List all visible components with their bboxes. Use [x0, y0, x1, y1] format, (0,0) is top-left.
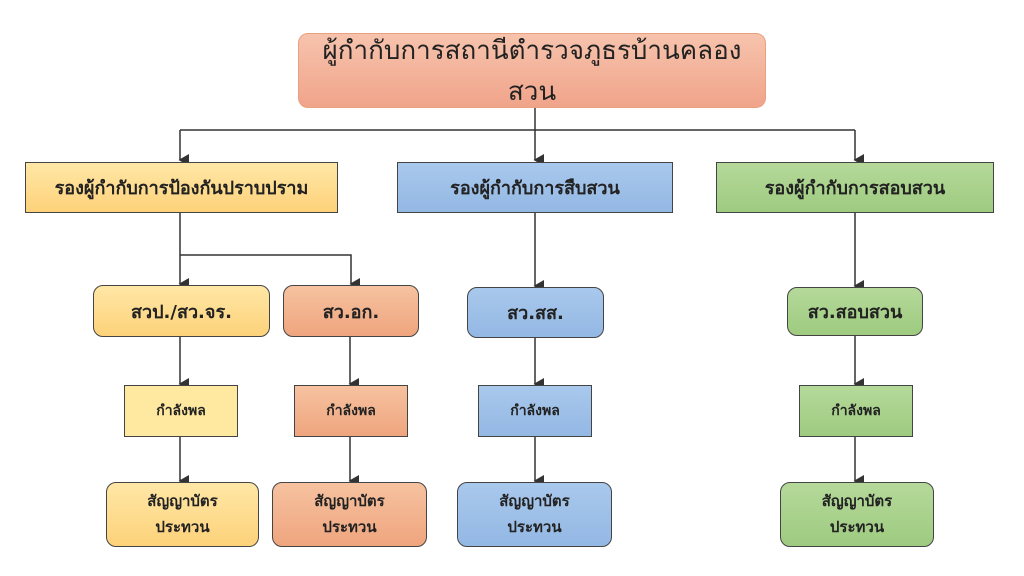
deputy-label: รองผู้กำกับการป้องกันปราบปราม: [54, 178, 309, 199]
unit-label: สวป./สว.จร.: [131, 301, 232, 323]
unit-label: สว.สอบสวน: [807, 302, 903, 323]
rank-box: สัญญาบัตร ประทวน: [272, 482, 427, 547]
top-commander-box: ผู้กำกับการสถานีตำรวจภูธรบ้านคลองสวน: [298, 33, 766, 108]
rank-label: สัญญาบัตร ประทวน: [499, 492, 570, 536]
rank-box: สัญญาบัตร ประทวน: [106, 482, 259, 547]
staff-box: กำลังพล: [294, 385, 408, 437]
staff-label: กำลังพล: [510, 403, 560, 419]
rank-label: สัญญาบัตร ประทวน: [147, 492, 218, 536]
unit-box: สว.สส.: [467, 287, 604, 338]
staff-box: กำลังพล: [799, 385, 913, 437]
top-commander-label: ผู้กำกับการสถานีตำรวจภูธรบ้านคลองสวน: [322, 35, 742, 107]
deputy-label: รองผู้กำกับการสอบสวน: [764, 178, 946, 199]
rank-label: สัญญาบัตร ประทวน: [821, 492, 893, 536]
deputy-inquiry-box: รองผู้กำกับการสอบสวน: [716, 162, 994, 213]
staff-label: กำลังพล: [156, 403, 206, 419]
rank-box: สัญญาบัตร ประทวน: [780, 482, 934, 547]
unit-box: สว.สอบสวน: [787, 287, 923, 336]
unit-label: สว.อก.: [322, 301, 380, 323]
unit-box: สวป./สว.จร.: [93, 285, 270, 337]
staff-box: กำลังพล: [478, 385, 592, 437]
unit-label: สว.สส.: [507, 303, 564, 324]
deputy-investigation-box: รองผู้กำกับการสืบสวน: [397, 162, 673, 213]
staff-box: กำลังพล: [124, 385, 238, 437]
unit-box: สว.อก.: [283, 285, 419, 337]
staff-label: กำลังพล: [831, 403, 881, 419]
staff-label: กำลังพล: [326, 403, 376, 419]
deputy-label: รองผู้กำกับการสืบสวน: [450, 178, 620, 199]
rank-box: สัญญาบัตร ประทวน: [457, 482, 612, 547]
rank-label: สัญญาบัตร ประทวน: [314, 492, 385, 536]
deputy-prevention-box: รองผู้กำกับการป้องกันปราบปราม: [25, 162, 338, 213]
